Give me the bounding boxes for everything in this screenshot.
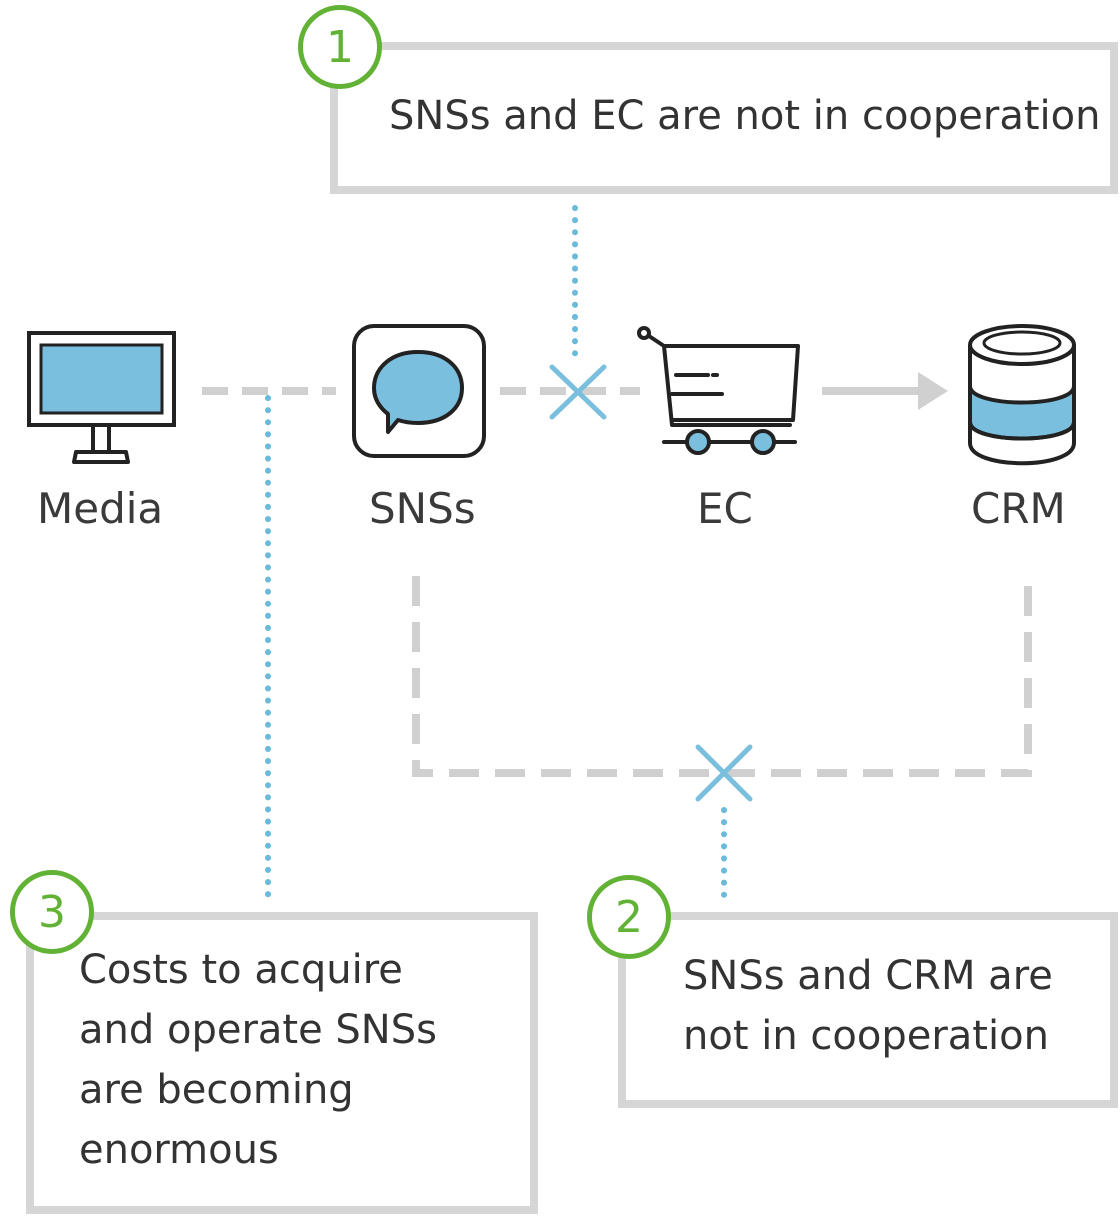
node-label-media: Media (37, 484, 164, 533)
callout-box-3 (26, 912, 538, 1214)
callout-2-line-2: not in cooperation (683, 1013, 1049, 1059)
callout-box-2 (618, 912, 1118, 1108)
callout-3-line-3: are becoming (79, 1067, 354, 1113)
callout-number-3: 3 (10, 870, 94, 954)
callout-1-line-1: SNSs and EC are not in cooperation (389, 93, 1101, 139)
arrow-head-icon (918, 372, 948, 410)
node-label-ec: EC (697, 484, 753, 533)
callout-text-2: SNSs and CRM are not in cooperation (683, 946, 1053, 1066)
callout-text-1: SNSs and EC are not in cooperation (389, 86, 1100, 146)
node-label-crm: CRM (971, 484, 1066, 533)
callout-number-2: 2 (587, 875, 671, 959)
cross-mark-icon (549, 364, 607, 420)
callout-2-line-1: SNSs and CRM are (683, 953, 1053, 999)
callout-text-3: Costs to acquire and operate SNSs are be… (79, 940, 437, 1180)
callout-number-1: 1 (298, 5, 382, 89)
shopping-cart-icon (637, 326, 800, 455)
monitor-icon (27, 331, 176, 464)
cross-mark-icon (695, 744, 753, 802)
callout-3-line-4: enormous (79, 1127, 279, 1173)
link-sns-crm (412, 576, 1032, 777)
callout-3-line-1: Costs to acquire (79, 947, 403, 993)
callout-box-1 (330, 42, 1118, 194)
callout-3-line-2: and operate SNSs (79, 1007, 437, 1053)
database-icon (968, 324, 1076, 466)
speech-bubble-icon (352, 324, 486, 458)
node-label-sns: SNSs (369, 484, 476, 533)
